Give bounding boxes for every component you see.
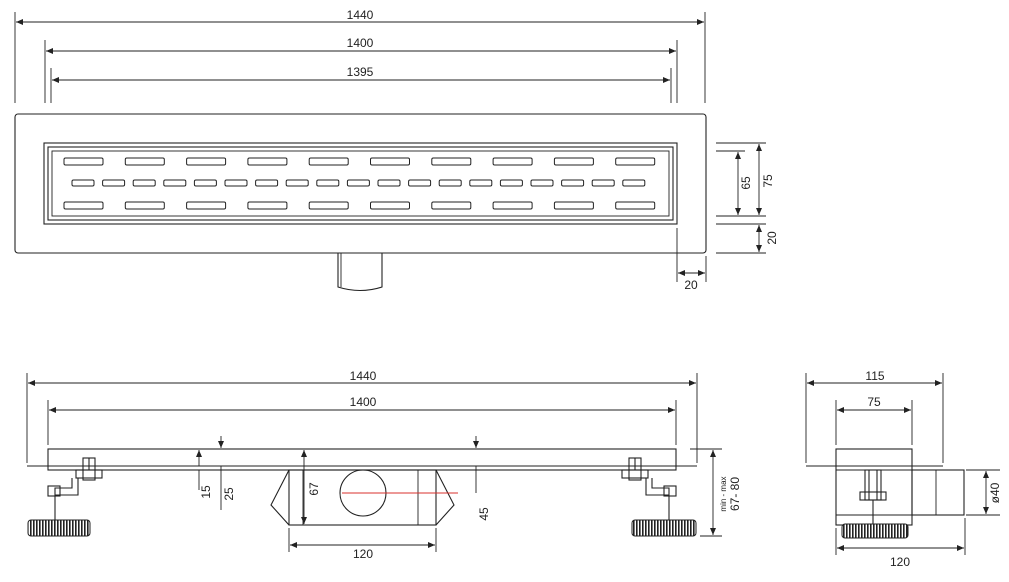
slot-middle (499, 179, 523, 187)
dim-label-15: 15 (199, 485, 213, 499)
slot-middle (163, 179, 187, 187)
slot-bottom (615, 201, 656, 210)
dim-label-20-horizontal: 20 (684, 278, 698, 292)
grate-slots (63, 157, 656, 210)
slot-middle (102, 179, 126, 187)
left-adjustable-foot (27, 457, 103, 537)
side-view: 1440 1400 (26, 369, 742, 561)
dim-label-20-vertical: 20 (765, 231, 779, 245)
slot-bottom (63, 201, 104, 210)
dim-label-67-80: 67- 80 (728, 477, 742, 511)
tray-outline (14, 113, 707, 254)
dim-label-1400-top: 1400 (347, 36, 374, 50)
slot-top (63, 157, 104, 166)
tray-profile (47, 448, 677, 471)
drain-body (270, 469, 458, 526)
slot-bottom (308, 201, 349, 210)
slot-bottom (431, 201, 472, 210)
slot-top (492, 157, 533, 166)
slot-bottom (553, 201, 594, 210)
end-view: 115 75 ø40 120 (805, 369, 1002, 569)
top-view: 1440 1400 1395 65 75 20 (14, 8, 779, 292)
dim-label-65: 65 (739, 176, 753, 190)
end-body (835, 448, 913, 526)
dim-label-1440-side: 1440 (350, 369, 377, 383)
slot-top (370, 157, 410, 166)
slot-middle (285, 179, 309, 187)
grate-frame-inner (47, 146, 674, 221)
dim-label-115: 115 (865, 369, 884, 383)
slot-top (431, 157, 472, 166)
right-adjustable-foot (621, 457, 697, 537)
slot-middle (561, 179, 585, 187)
slot-middle (377, 179, 401, 187)
slot-top (308, 157, 349, 166)
slot-middle (408, 179, 432, 187)
dim-label-1400-side: 1400 (350, 395, 377, 409)
slot-middle (469, 179, 493, 187)
slot-middle (132, 179, 156, 187)
end-outlet (911, 469, 965, 516)
slot-middle (193, 179, 217, 187)
dim-label-min-max: min - max (719, 476, 728, 511)
grate-frame-outer (43, 142, 678, 225)
slot-middle (346, 179, 370, 187)
slot-middle (591, 179, 615, 187)
slot-middle (316, 179, 340, 187)
dim-label-1395: 1395 (347, 65, 374, 79)
dim-label-75: 75 (761, 174, 775, 188)
dim-label-1440-top: 1440 (347, 8, 374, 22)
dim-label-75-end: 75 (867, 395, 881, 409)
dim-label-45: 45 (477, 507, 491, 521)
dim-label-25: 25 (222, 487, 236, 501)
slot-middle (438, 179, 462, 187)
slot-middle (622, 179, 646, 187)
dim-label-d40: ø40 (988, 482, 1002, 503)
slot-bottom (492, 201, 533, 210)
slot-top (247, 157, 288, 166)
slot-top (186, 157, 227, 166)
slot-bottom (124, 201, 165, 210)
dim-label-120-end: 120 (890, 555, 910, 569)
slot-top (553, 157, 594, 166)
dim-label-67: 67 (307, 482, 321, 496)
slot-top (615, 157, 656, 166)
slot-middle (71, 179, 95, 187)
outlet-pipe (337, 253, 383, 292)
slot-bottom (370, 201, 410, 210)
slot-bottom (247, 201, 288, 210)
slot-top (124, 157, 165, 166)
end-foot (841, 469, 909, 539)
slot-bottom (186, 201, 227, 210)
slot-middle (530, 179, 554, 187)
slot-middle (255, 179, 279, 187)
slot-middle (224, 179, 248, 187)
dim-label-120-side: 120 (353, 547, 373, 561)
